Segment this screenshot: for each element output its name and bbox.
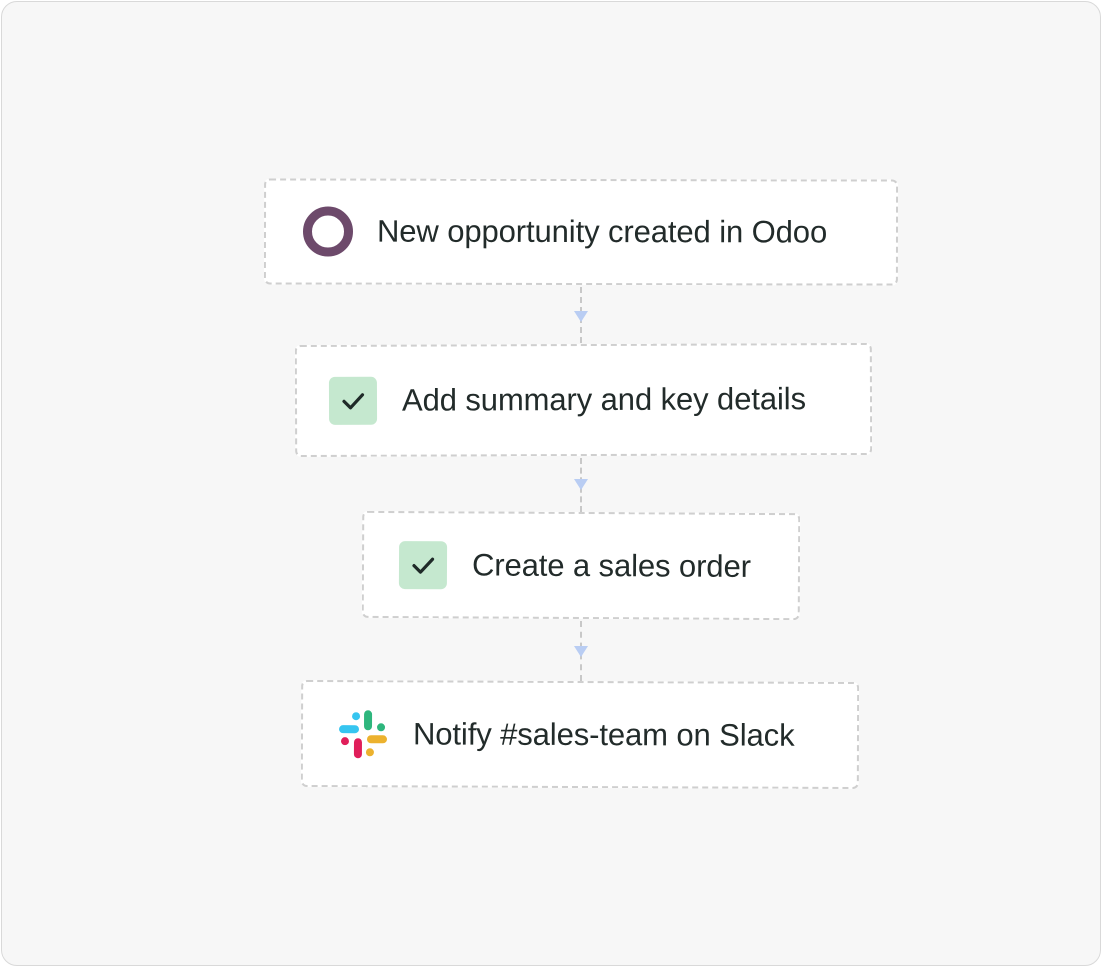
checkmark-icon xyxy=(328,376,378,425)
step-label: New opportunity created in Odoo xyxy=(376,213,828,250)
arrow-down-icon xyxy=(574,646,588,657)
slack-icon xyxy=(337,708,389,760)
arrow-down-icon xyxy=(574,311,588,322)
step-card-add-summary[interactable]: Add summary and key details xyxy=(294,342,873,458)
checkmark-icon xyxy=(398,540,448,589)
step-label: Create a sales order xyxy=(471,546,751,584)
step-label: Notify #sales-team on Slack xyxy=(412,715,795,753)
step-label: Add summary and key details xyxy=(401,381,806,418)
arrow-down-icon xyxy=(574,479,588,490)
step-card-notify-slack[interactable]: Notify #sales-team on Slack xyxy=(300,680,860,789)
odoo-ring-icon xyxy=(302,206,354,257)
slack-logo xyxy=(339,709,387,758)
step-card-odoo-trigger[interactable]: New opportunity created in Odoo xyxy=(263,178,899,286)
step-card-create-sales-order[interactable]: Create a sales order xyxy=(361,510,801,621)
